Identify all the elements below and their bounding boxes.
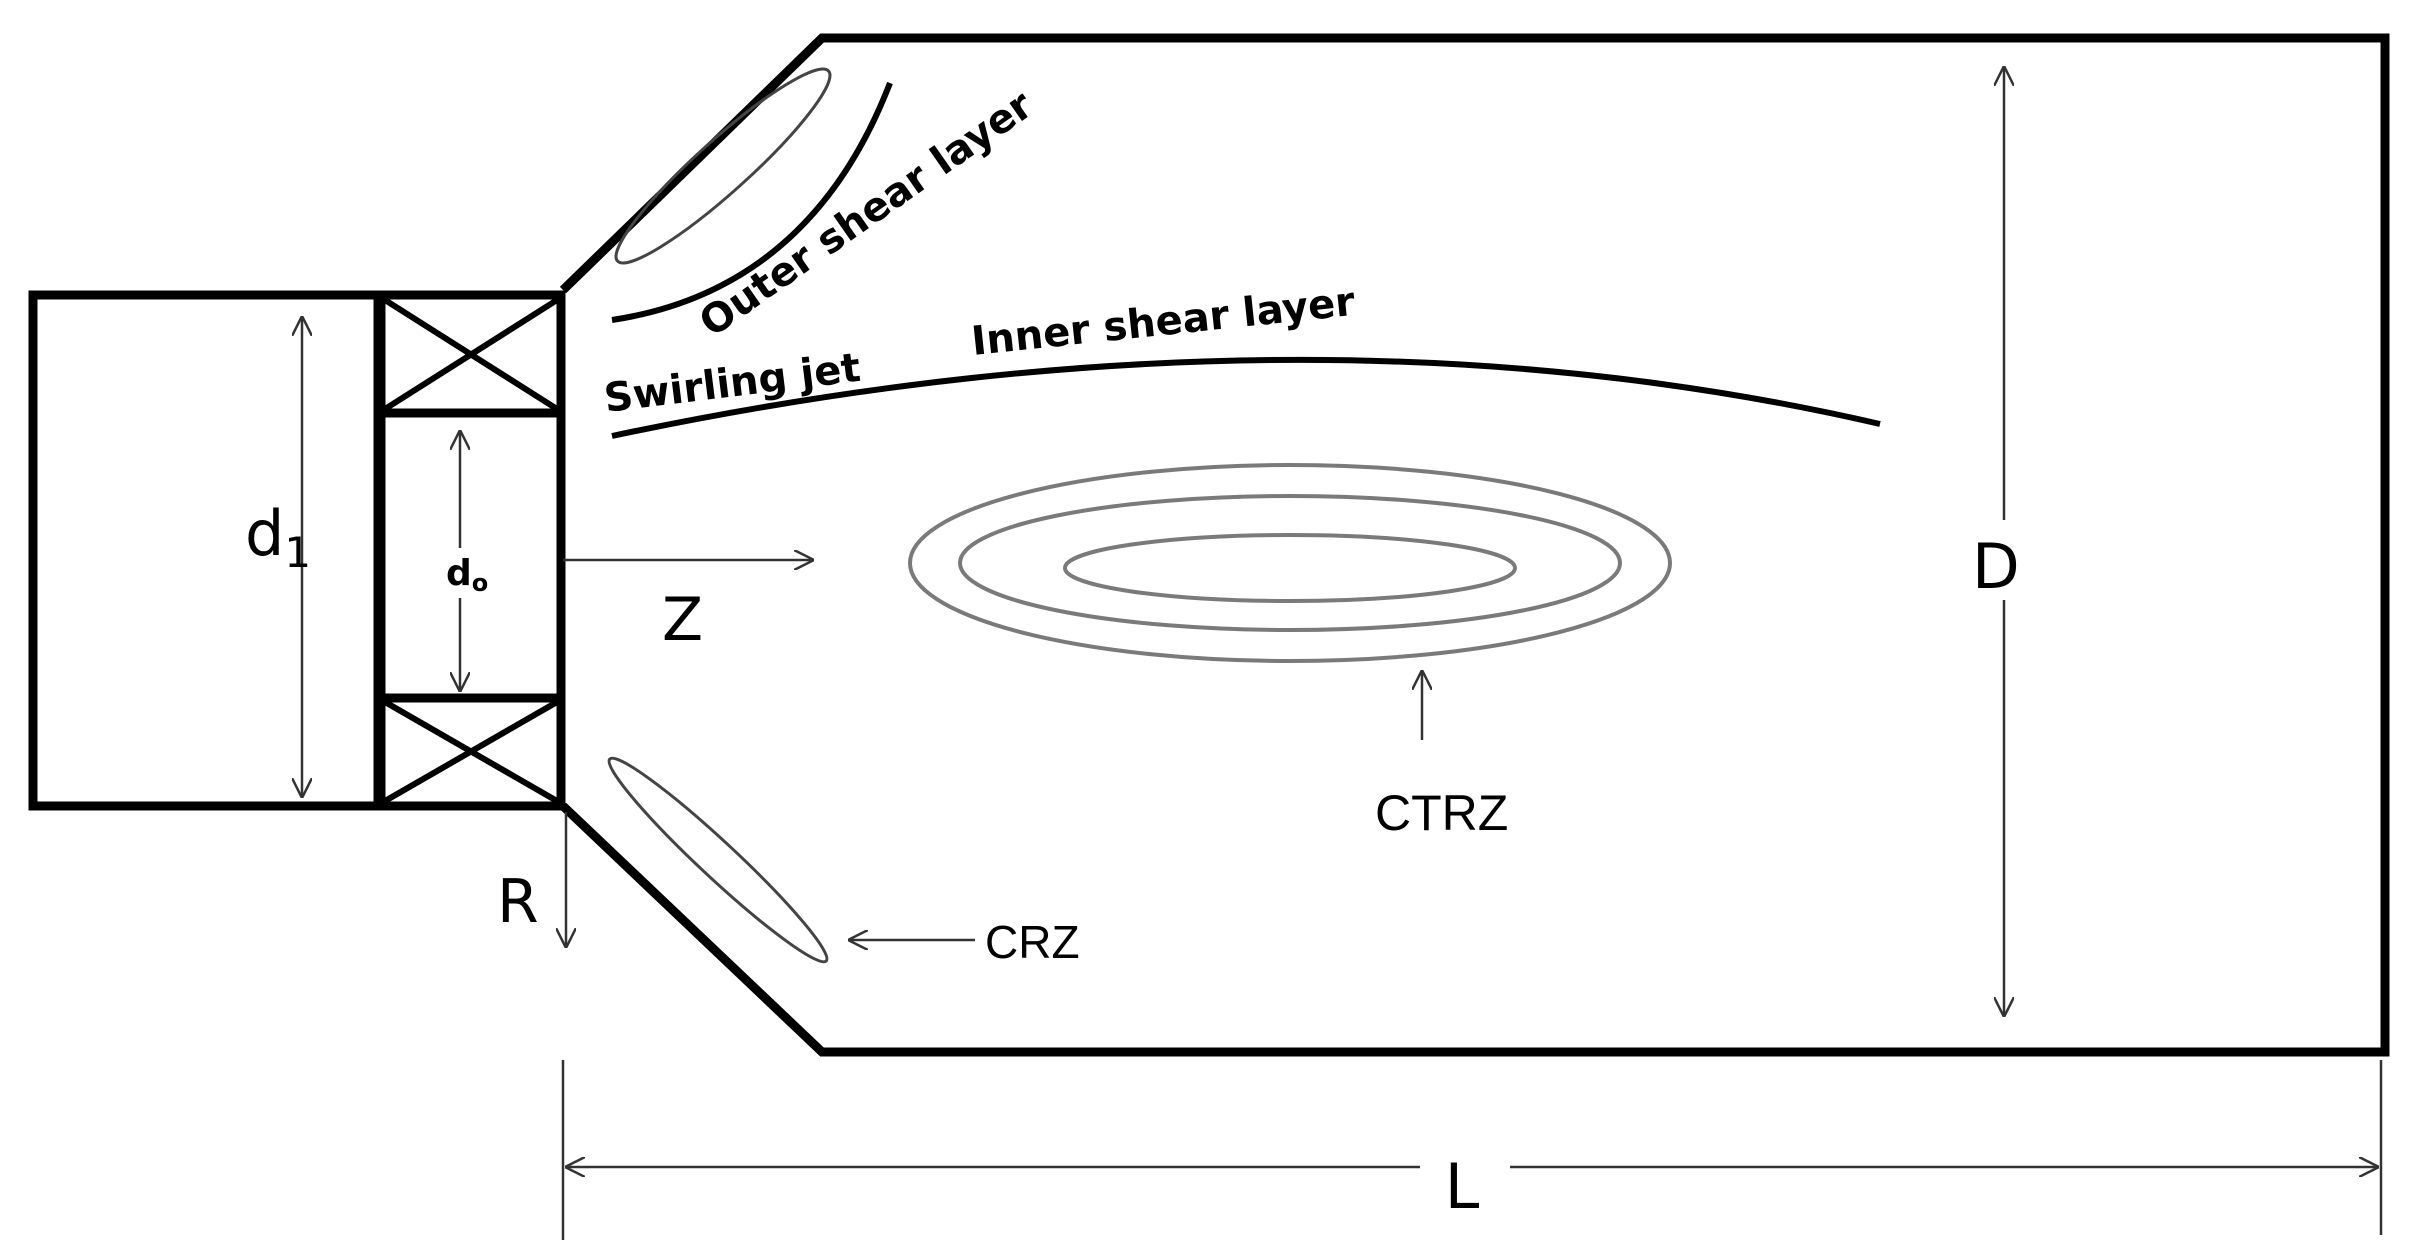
inner-shear-layer-line bbox=[611, 356, 1881, 439]
d0-label: do bbox=[446, 553, 488, 597]
swirler-body-outline bbox=[376, 290, 566, 811]
outer-shear-layer-line bbox=[611, 81, 893, 323]
inner-shear-layer-label: Inner shear layer bbox=[969, 279, 1357, 365]
ctrz-contours bbox=[908, 463, 1672, 663]
z-axis-label: Z bbox=[662, 585, 703, 655]
d-dimension-label: D bbox=[1972, 530, 2020, 603]
ctrz-label: CTRZ bbox=[1375, 785, 1508, 841]
outer-recirculation-zone bbox=[614, 67, 832, 265]
combustor-chamber-outline bbox=[559, 33, 2390, 1057]
crz-ellipse bbox=[607, 756, 829, 964]
inlet-pipe-outline bbox=[28, 290, 383, 811]
ctrz-contour-outer bbox=[908, 463, 1672, 663]
d1-label: d1 bbox=[245, 497, 311, 577]
outer-shear-layer-label: Outer shear layer bbox=[691, 82, 1041, 346]
swirler-vane-upper bbox=[383, 297, 559, 412]
l-dimension-label: L bbox=[1445, 1150, 1480, 1223]
crz-label: CRZ bbox=[985, 916, 1080, 968]
swirler-vane-lower bbox=[383, 699, 559, 804]
r-axis-label: R bbox=[497, 867, 539, 937]
ctrz-contour-middle bbox=[958, 494, 1622, 632]
ctrz-contour-inner bbox=[1063, 533, 1517, 603]
